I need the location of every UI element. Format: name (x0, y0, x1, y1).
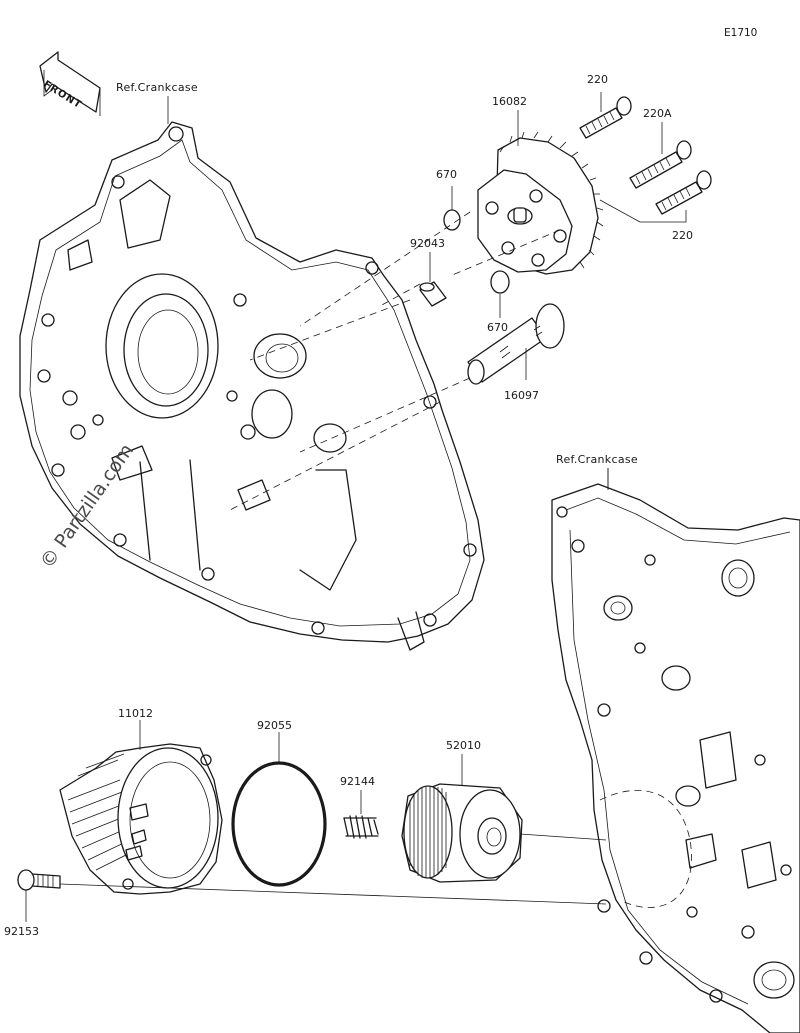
dowel-pin-92043-drawing (419, 281, 447, 307)
spring-92144-drawing (343, 815, 379, 839)
oil-filter-cover-11012-drawing (59, 743, 223, 895)
ref-crankcase-upper-label: Ref.Crankcase (116, 81, 198, 94)
o-ring-92055-drawing (231, 761, 327, 887)
part-16082-label[interactable]: 16082 (492, 95, 527, 108)
upper-leader-lines (167, 92, 687, 492)
bolt-92153-drawing (17, 869, 61, 891)
upper-alignment-lines (229, 211, 561, 511)
part-92144-label[interactable]: 92144 (340, 775, 375, 788)
o-ring-670-lower-drawing (490, 270, 510, 294)
part-16097-label[interactable]: 16097 (504, 389, 539, 402)
diagram-code: E1710 (724, 27, 758, 39)
part-670-lower-label[interactable]: 670 (487, 321, 508, 334)
part-92043-label[interactable]: 92043 (410, 237, 445, 250)
lower-leader-lines (25, 468, 609, 922)
oil-filter-52010-drawing (401, 783, 523, 883)
bolt-220-lower-drawing (655, 170, 712, 215)
ref-crankcase-lower-label: Ref.Crankcase (556, 453, 638, 466)
part-11012-label[interactable]: 11012 (118, 707, 153, 720)
bolt-220-upper-drawing (579, 96, 632, 139)
part-52010-label[interactable]: 52010 (446, 739, 481, 752)
lower-crankcase-drawing (551, 483, 800, 1033)
part-92153-label[interactable]: 92153 (4, 925, 39, 938)
part-220a-label[interactable]: 220A (643, 107, 672, 120)
front-arrow-icon (39, 51, 101, 116)
oil-pump-drawing (477, 131, 604, 275)
part-92055-label[interactable]: 92055 (257, 719, 292, 732)
oil-strainer-16097-drawing (467, 303, 565, 385)
part-220-upper-label[interactable]: 220 (587, 73, 608, 86)
part-670-upper-label[interactable]: 670 (436, 168, 457, 181)
part-220-lower-label[interactable]: 220 (672, 229, 693, 242)
bolt-220a-drawing (629, 140, 692, 189)
upper-crankcase-drawing (19, 121, 485, 651)
